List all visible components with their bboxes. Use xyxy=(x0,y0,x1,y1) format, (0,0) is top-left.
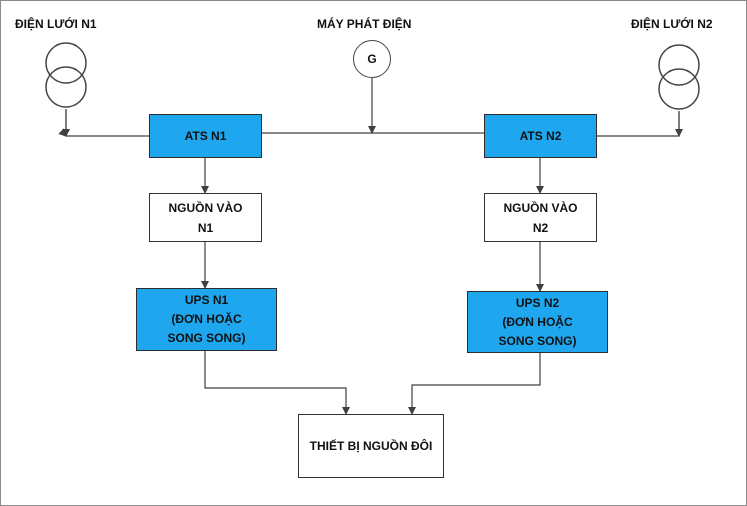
ats-n2-box: ATS N2 xyxy=(484,114,597,158)
dual-source-device-box: THIẾT BỊ NGUỒN ĐÔI xyxy=(298,414,444,478)
wire-grid-n2-to-ats-n2 xyxy=(597,111,680,137)
input-n2-box: NGUỒN VÀO N2 xyxy=(484,193,597,242)
wire-ups-n2-to-device xyxy=(408,353,541,415)
generator-icon: G xyxy=(353,40,391,78)
grid-n2-label: ĐIỆN LƯỚI N2 xyxy=(631,17,713,31)
transformer-n2-icon xyxy=(658,44,700,110)
input-n2-line1: NGUỒN VÀO xyxy=(503,200,578,215)
transformer-n1-icon xyxy=(45,42,87,108)
ups-n1-line3: SONG SONG) xyxy=(167,331,246,345)
input-n1-line2: N1 xyxy=(197,220,214,235)
generator-symbol: G xyxy=(367,52,377,66)
input-n2-line2: N2 xyxy=(532,220,549,235)
ups-n2-line1: UPS N2 xyxy=(515,295,560,310)
ats-n1-box: ATS N1 xyxy=(149,114,262,158)
ups-n2-line2: (ĐƠN HOẶC xyxy=(502,314,573,329)
input-n1-line1: NGUỒN VÀO xyxy=(168,200,243,215)
grid-n1-label: ĐIỆN LƯỚI N1 xyxy=(15,17,97,31)
ups-n1-line2: (ĐƠN HOẶC xyxy=(171,312,242,326)
ups-n2-line3: SONG SONG) xyxy=(498,333,577,348)
wire-ups-n1-to-device xyxy=(204,351,350,415)
ats-n2-label: ATS N2 xyxy=(519,129,562,143)
generator-label: MÁY PHÁT ĐIỆN xyxy=(317,17,412,31)
ups-n1-line1: UPS N1 xyxy=(184,293,229,307)
input-n1-box: NGUỒN VÀO N1 xyxy=(149,193,262,242)
dual-source-device-label: THIẾT BỊ NGUỒN ĐÔI xyxy=(309,439,433,453)
ups-n2-box: UPS N2 (ĐƠN HOẶC SONG SONG) xyxy=(467,291,608,353)
wire-grid-n1-to-ats-n1 xyxy=(58,109,149,137)
ups-n1-box: UPS N1 (ĐƠN HOẶC SONG SONG) xyxy=(136,288,277,351)
ats-n1-label: ATS N1 xyxy=(184,129,227,143)
